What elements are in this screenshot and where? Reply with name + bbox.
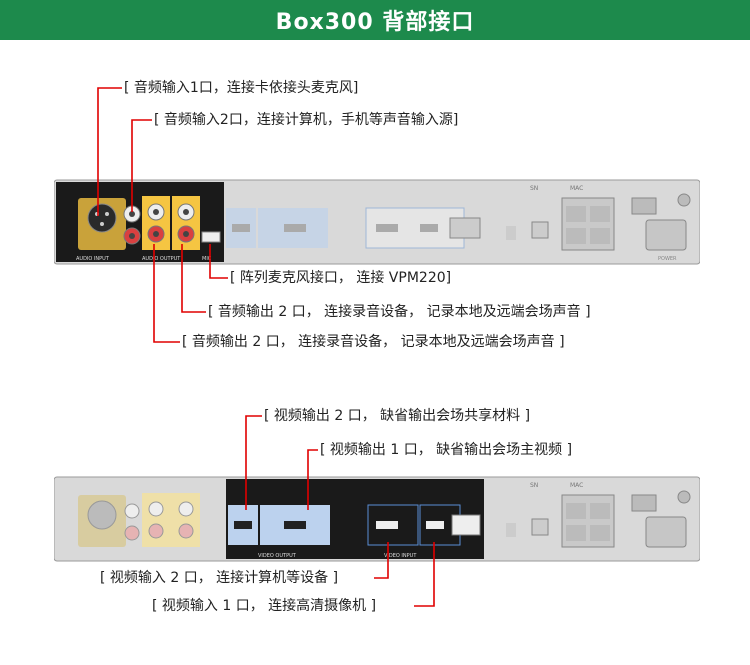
label-video-output-2: [ 视频输出 2 口， 缺省输出会场共享材料 ] [264, 408, 531, 424]
label-array-mic: [ 阵列麦克风接口， 连接 VPM220] [230, 270, 452, 286]
page-title: Box300 背部接口 [275, 10, 475, 35]
mac-label: MAC [570, 185, 583, 192]
panel-drawing-top: AUDIO INPUT AUDIO OUTPUT MIC SN MAC POWE… [54, 179, 700, 265]
xlr-audio-input-1 [87, 203, 117, 233]
label-audio-output-a: [ 音频输出 2 口， 连接录音设备， 记录本地及远端会场声音 ] [208, 304, 591, 320]
sn-label: SN [530, 185, 538, 192]
video-input-label: VIDEO INPUT [384, 553, 417, 559]
title-banner: Box300 背部接口 [0, 0, 750, 40]
audio-input-label: AUDIO INPUT [76, 256, 110, 262]
label-audio-input-2: [ 音频输入2口，连接计算机，手机等声音输入源] [154, 112, 459, 128]
hdmi-input-2 [376, 521, 398, 529]
rear-panel-video: VIDEO OUTPUT VIDEO INPUT SN MAC [54, 475, 700, 563]
label-video-input-2: [ 视频输入 2 口， 连接计算机等设备 ] [100, 570, 339, 586]
label-audio-input-1: [ 音频输入1口，连接卡依接头麦克风] [124, 80, 359, 96]
hdmi-output-2 [234, 521, 252, 529]
label-audio-output-b: [ 音频输出 2 口， 连接录音设备， 记录本地及远端会场声音 ] [182, 334, 565, 350]
svg-text:MAC: MAC [570, 482, 583, 489]
mic-label: MIC [202, 256, 212, 262]
panel-drawing-bottom: VIDEO OUTPUT VIDEO INPUT SN MAC [54, 476, 700, 562]
hdbt-port [451, 514, 481, 536]
svg-text:SN: SN [530, 482, 538, 489]
video-output-label: VIDEO OUTPUT [258, 553, 297, 559]
power-label: POWER [658, 256, 677, 262]
hdmi-input-1 [426, 521, 444, 529]
audio-output-label: AUDIO OUTPUT [142, 256, 181, 262]
hdmi-output-1 [284, 521, 306, 529]
label-video-input-1: [ 视频输入 1 口， 连接高清摄像机 ] [152, 598, 377, 614]
label-video-output-1: [ 视频输出 1 口， 缺省输出会场主视频 ] [320, 442, 573, 458]
array-mic-port [201, 231, 221, 243]
rear-panel-audio: AUDIO INPUT AUDIO OUTPUT MIC SN MAC POWE… [54, 178, 700, 266]
